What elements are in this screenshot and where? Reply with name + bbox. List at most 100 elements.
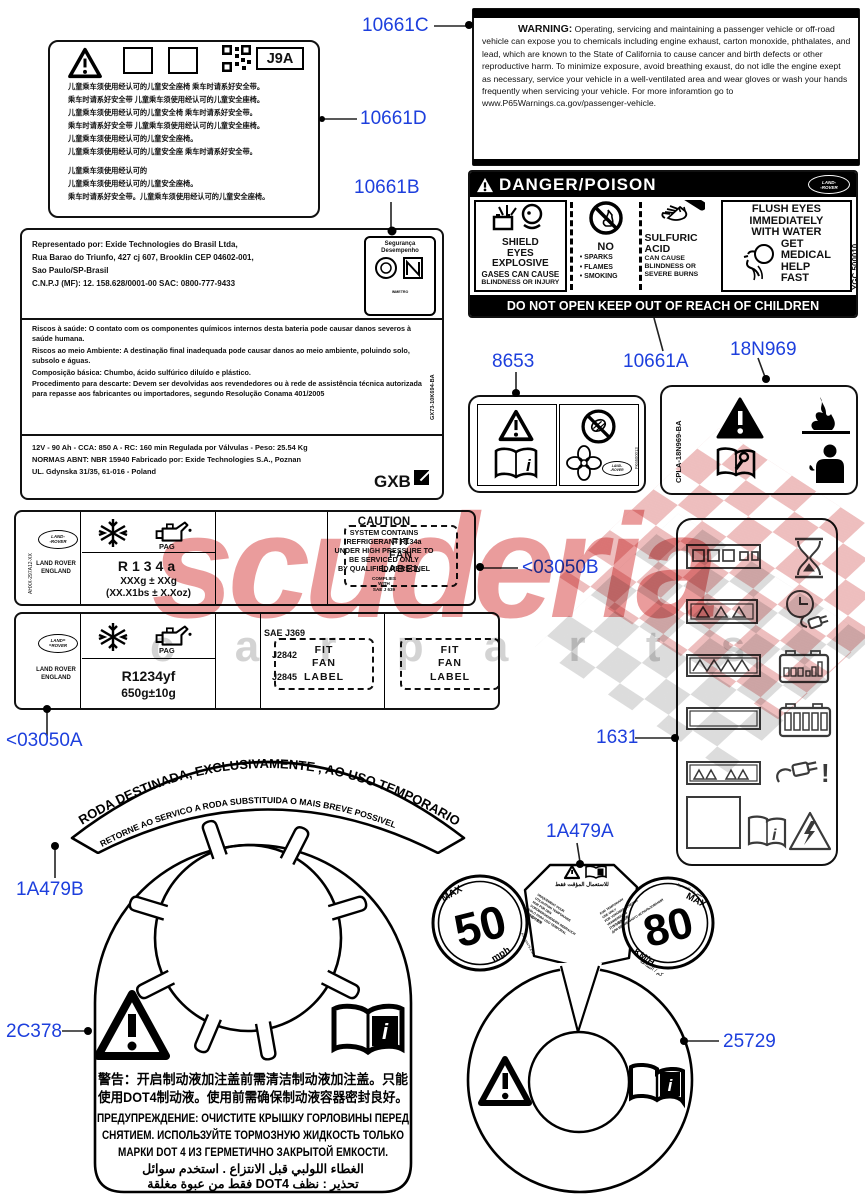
text-line: BLINDNESS OR INJURY [481,278,560,286]
danger-header: DANGER/POISON LAND- -ROVER [470,172,856,197]
text-line: 儿童乘车须使用经认可的儿童安全座椅 乘车时请系好安全带。 [68,82,265,91]
brake-text-zh: 使用DOT4制动液。使用前需确保制动液容器密封良好。 [97,1089,408,1105]
warning-triangle-icon [68,47,102,79]
danger-panel-explosive: SHIELD EYES EXPLOSIVE GASES CAN CAUSE BL… [474,200,567,292]
handbook-icon: i [629,1062,685,1109]
temporary-wheel-donut-label: i [466,963,694,1194]
text-line: ENGLAND [41,675,71,681]
divider [384,614,385,708]
callout-03050A[interactable]: <03050A [6,730,83,751]
speed-header-ar: للاستعمال المؤقت فقط [555,881,609,888]
acid-on-hand-icon [661,192,707,221]
text-line: BE SERVICED ONLY [349,555,419,564]
battery-brand: GXB [374,472,411,491]
callout-1A479B[interactable]: 1A479B [16,879,84,900]
brake-text-ru: ПРЕДУПРЕЖДЕНИЕ: ОЧИСТИТЕ КРЫШКУ ГОРЛОВИН… [97,1113,409,1125]
oil-can-icon [155,521,192,542]
warning-triangle-icon [563,864,581,880]
danger-panel-no-sparks: NO • SPARKS • FLAMES • SMOKING [576,200,636,292]
warning-triangle-icon [716,397,764,439]
pag-oil-text: PAG [159,542,175,551]
text-line: 乘车时请系好安全带 儿童乘车须使用经认可的儿童安全座椅。 [68,121,265,130]
land-rover-logo: LAND- -ROVER [808,175,850,194]
text-line: GASES CAN CAUSE [481,269,560,279]
ac-r1234yf-label: LAND= =ROVER LAND ROVER ENGLAND PAG R123… [14,612,500,710]
callout-10661B[interactable]: 10661B [354,177,420,198]
spare-wheel-banner: RODA DESTINADA, EXCLUSIVAMENTE , AO USO … [70,756,466,854]
text-line: C.N.P.J (MF): 12. 158.628/0001-00 SAC: 0… [32,279,236,288]
label-code-badge: J9A [256,47,304,70]
text-line: SAE J 639 [372,586,396,592]
refrigerant-info: R134a XXXg ± XXg (XX.X1bs ± X.Xoz) [82,558,215,599]
text-line: HELP [780,260,811,273]
child-seat-text-block: 儿童乘车须使用经认可的儿童安全座椅 乘车时请系好安全带。 乘车时请系好安全带 儿… [68,80,269,203]
danger-footer-text: DO NOT OPEN KEEP OUT OF REACH OF CHILDRE… [506,298,820,313]
label-bottom-bar [473,159,859,165]
speed-value-kmh: 80 [639,898,698,957]
text-line: MEDICAL [780,249,831,261]
logo-text: LAND- [611,463,623,468]
text-line: SYSTEM CONTAINS [349,528,419,537]
battery-brand-icon [414,469,432,485]
text-paragraph: Composição básica: Chumbo, ácido sulfúri… [32,367,251,377]
text-line: WITH [378,581,390,587]
brake-text-ar: الغطاء اللولبي قبل الانتزاع . استخدم سوا… [142,1162,364,1177]
text-line: J2845 [272,672,298,682]
text-line: CAN CAUSE [644,255,685,262]
refrigerant-qty2: (XX.X1bs ± X.Xoz) [106,588,191,599]
panel: LAND- -ROVER FK6500013 [559,404,639,486]
battery-warnings-block: Riscos à saúde: O contato com os compone… [32,324,424,401]
divider [638,202,642,290]
warning-triangle-icon [477,177,493,192]
refrigerant-name: R1234yf [121,668,176,684]
text-line: LABEL [304,670,344,683]
text-line: Representado por: Exide Technologies do … [32,240,238,249]
refrigerant-name: R134a [117,558,180,574]
prop65-text: WARNING: Operating, servicing and mainta… [482,23,852,110]
brake-fluid-wheel-label: i 警告：开启制动液加注盖前需清洁制动液加注盖。只能 使用DOT4制动液。使用前… [93,819,413,1194]
callout-1A479A[interactable]: 1A479A [546,821,614,842]
logo-text: =ROVER [48,642,68,648]
qr-code-icon [222,45,251,72]
text-line: LAND ROVER [36,667,76,673]
callout-18N969[interactable]: 18N969 [730,339,797,360]
ac-r134a-label: AHXX-297A12-XX LAND- -ROVER LAND ROVER E… [14,510,476,606]
text-line: IMMEDIATELY [749,214,824,227]
charge-time-icon [786,590,829,630]
text-line: J2842 [272,650,298,660]
battery-label: Representado por: Exide Technologies do … [20,228,444,500]
divider [260,614,261,708]
svg-text:i: i [382,1019,389,1044]
svg-text:i: i [526,456,532,475]
snowflake-icon [98,519,128,547]
seal-text: Desempenho [381,248,419,254]
person-icon [809,444,844,483]
callout-1631[interactable]: 1631 [596,727,639,748]
callout-10661A[interactable]: 10661A [623,351,689,372]
label-part-code: YGC 500010 [850,243,858,290]
fit-fan-label-box: FIT FAN LABEL [344,525,458,587]
divider [22,434,442,436]
callout-10661C[interactable]: 10661C [362,15,429,36]
donut-hole [527,1030,631,1134]
pag-oil-text: PAG [159,646,175,655]
text-line: LABEL [430,670,470,683]
service-book-icon [716,447,756,480]
callout-10661D[interactable]: 10661D [360,108,427,129]
text-line: FAST [780,272,809,284]
fan-icon [566,445,602,481]
callout-25729[interactable]: 25729 [723,1031,776,1052]
text-line: SEVERE BURNS [644,271,699,278]
temporary-speed-label: للاستعمال المؤقت فقط MAX 50 mph MAX السر… [431,863,715,976]
callout-2C378[interactable]: 2C378 [6,1021,62,1042]
prop65-title: WARNING: [518,23,573,35]
callout-03050B[interactable]: <03050B [522,557,599,578]
brake-text-ar: فقط من عبوة مغلقة DOT4 تحذير : نظف [147,1177,359,1192]
text-line: FAN [438,657,462,670]
battery-cells-icon [778,703,832,738]
wheel-cutout-tabs [128,819,368,1061]
danger-panel-flush: FLUSH EYES IMMEDIATELY WITH WATER GET ME… [720,200,856,292]
callout-8653[interactable]: 8653 [492,351,535,372]
text-line: EXPLOSIVE [492,258,549,269]
text-line: UNDER HIGH PRESSURE TO [334,546,434,555]
